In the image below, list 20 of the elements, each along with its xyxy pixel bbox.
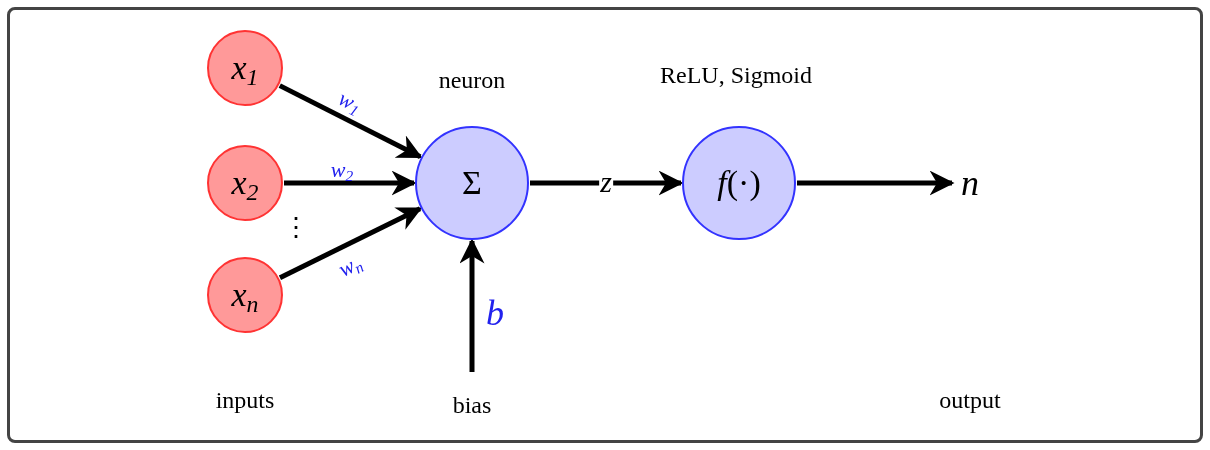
ellipsis-dots: ⋮ — [283, 215, 309, 241]
node-symbol: x$_{n}$ — [231, 276, 259, 314]
axis-caption: output — [939, 388, 1001, 412]
arrow — [278, 206, 423, 280]
output-symbol: n — [961, 162, 979, 204]
edge-label: w$_{2}$ — [330, 159, 354, 181]
arrow — [459, 238, 485, 372]
node-symbol: Σ — [462, 164, 482, 202]
node-caption: neuron — [438, 68, 506, 92]
node-symbol: f(·) — [717, 164, 761, 202]
axis-caption: bias — [452, 393, 492, 417]
arrow — [530, 170, 684, 196]
arrow — [284, 170, 417, 196]
edge-label: b — [486, 295, 504, 331]
arrow — [797, 170, 955, 196]
arrow — [278, 83, 423, 160]
node-symbol: x$_{2}$ — [231, 164, 259, 202]
node-symbol: x$_{1}$ — [231, 49, 259, 87]
axis-caption: inputs — [215, 388, 275, 412]
node-caption: ReLU, Sigmoid — [660, 63, 812, 87]
